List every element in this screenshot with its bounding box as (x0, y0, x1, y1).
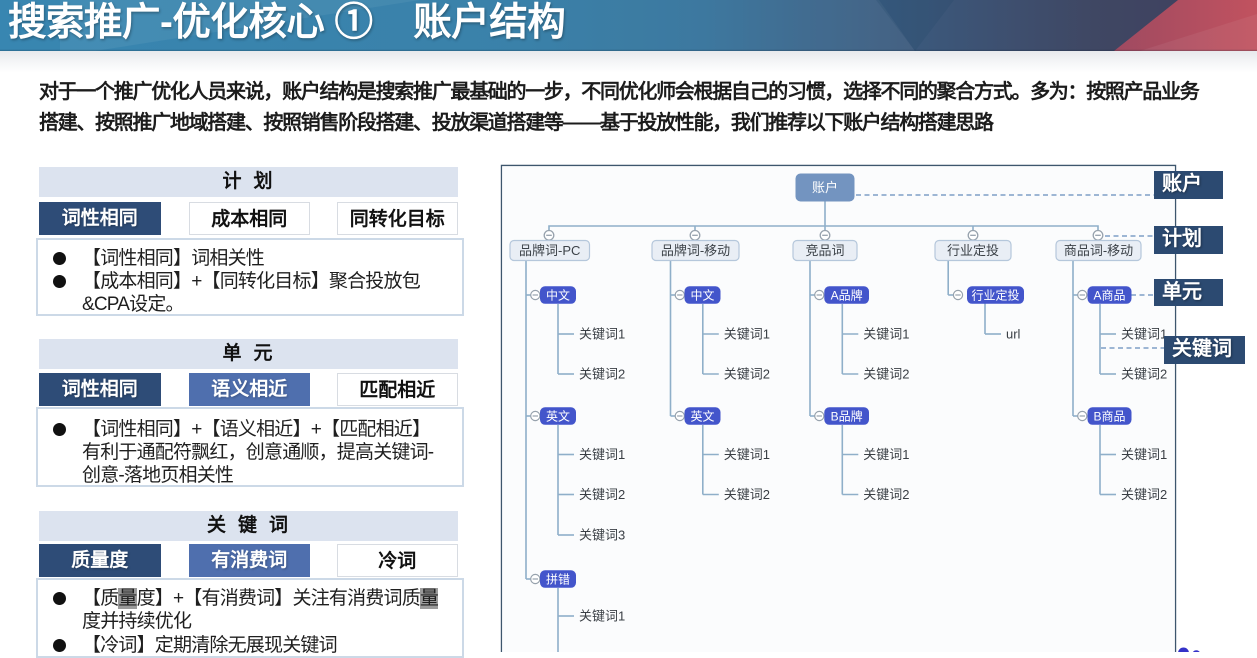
svg-text:行业定投: 行业定投 (947, 243, 999, 258)
svg-text:中文: 中文 (690, 288, 714, 303)
svg-text:关键词1: 关键词1 (724, 447, 770, 462)
svg-text:B品牌: B品牌 (831, 410, 863, 424)
svg-text:关键词1: 关键词1 (863, 447, 909, 462)
svg-text:关键词2: 关键词2 (724, 367, 770, 382)
svg-text:商品词-移动: 商品词-移动 (1064, 243, 1133, 258)
svg-text:关键词1: 关键词1 (1121, 447, 1167, 462)
svg-text:关键词1: 关键词1 (579, 609, 625, 624)
svg-text:关键词1: 关键词1 (724, 327, 770, 342)
svg-text:关键词2: 关键词2 (1121, 367, 1167, 382)
svg-text:关键词2: 关键词2 (863, 487, 909, 502)
svg-text:中文: 中文 (546, 288, 570, 303)
svg-text:关键词1: 关键词1 (863, 327, 909, 342)
svg-text:A品牌: A品牌 (831, 289, 863, 303)
svg-text:关键词2: 关键词2 (579, 367, 625, 382)
svg-text:品牌词-PC: 品牌词-PC (519, 243, 580, 258)
svg-text:url: url (1006, 327, 1021, 342)
svg-text:英文: 英文 (546, 409, 570, 424)
svg-text:关键词2: 关键词2 (863, 367, 909, 382)
svg-text:英文: 英文 (690, 409, 714, 424)
svg-text:行业定投: 行业定投 (971, 288, 1019, 303)
svg-text:关键词1: 关键词1 (579, 327, 625, 342)
svg-text:拼错: 拼错 (546, 573, 570, 587)
svg-text:账户: 账户 (812, 180, 838, 195)
svg-text:关键词1: 关键词1 (1121, 327, 1167, 342)
svg-text:关键词1: 关键词1 (579, 447, 625, 462)
svg-text:竞品词: 竞品词 (805, 243, 844, 258)
svg-text:品牌词-移动: 品牌词-移动 (661, 243, 730, 258)
svg-text:关键词3: 关键词3 (579, 528, 625, 543)
svg-text:关键词2: 关键词2 (579, 487, 625, 502)
svg-text:A商品: A商品 (1093, 288, 1125, 303)
svg-text:关键词2: 关键词2 (724, 487, 770, 502)
svg-text:B商品: B商品 (1093, 409, 1125, 424)
svg-text:关键词2: 关键词2 (1121, 487, 1167, 502)
